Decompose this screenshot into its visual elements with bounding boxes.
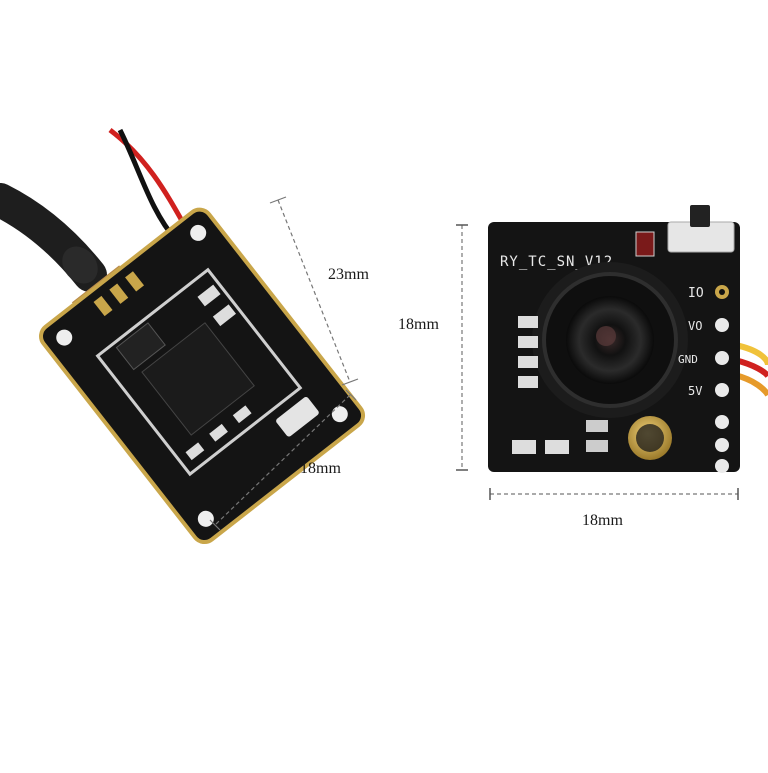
right-camera-module: RY_TC_SN_V12 IO VO GND 5V [456, 205, 768, 500]
right-height-label: 18mm [398, 316, 439, 333]
dim-line-18mm-left [214, 394, 351, 526]
cable-end [62, 246, 98, 284]
dim-line-23mm [277, 199, 351, 383]
left-pcb [39, 207, 366, 545]
left-height-label: 23mm [328, 266, 369, 283]
black-wire [117, 128, 178, 242]
pin-pad-5v [715, 383, 729, 397]
right-width-label: 18mm [582, 512, 623, 529]
pin-pad-gnd [715, 351, 729, 365]
led [635, 231, 655, 257]
pin-label-5v: 5V [688, 384, 702, 398]
pin-pad-vo [715, 318, 729, 332]
red-wire [108, 128, 193, 237]
pin-label-gnd: GND [678, 353, 698, 366]
pin-label-io: IO [688, 286, 704, 301]
board-silkscreen: RY_TC_SN_V12 [500, 254, 613, 270]
pin-label-vo: VO [688, 319, 702, 333]
left-camera-module [0, 128, 366, 545]
left-width-label: 18mm [300, 460, 341, 477]
